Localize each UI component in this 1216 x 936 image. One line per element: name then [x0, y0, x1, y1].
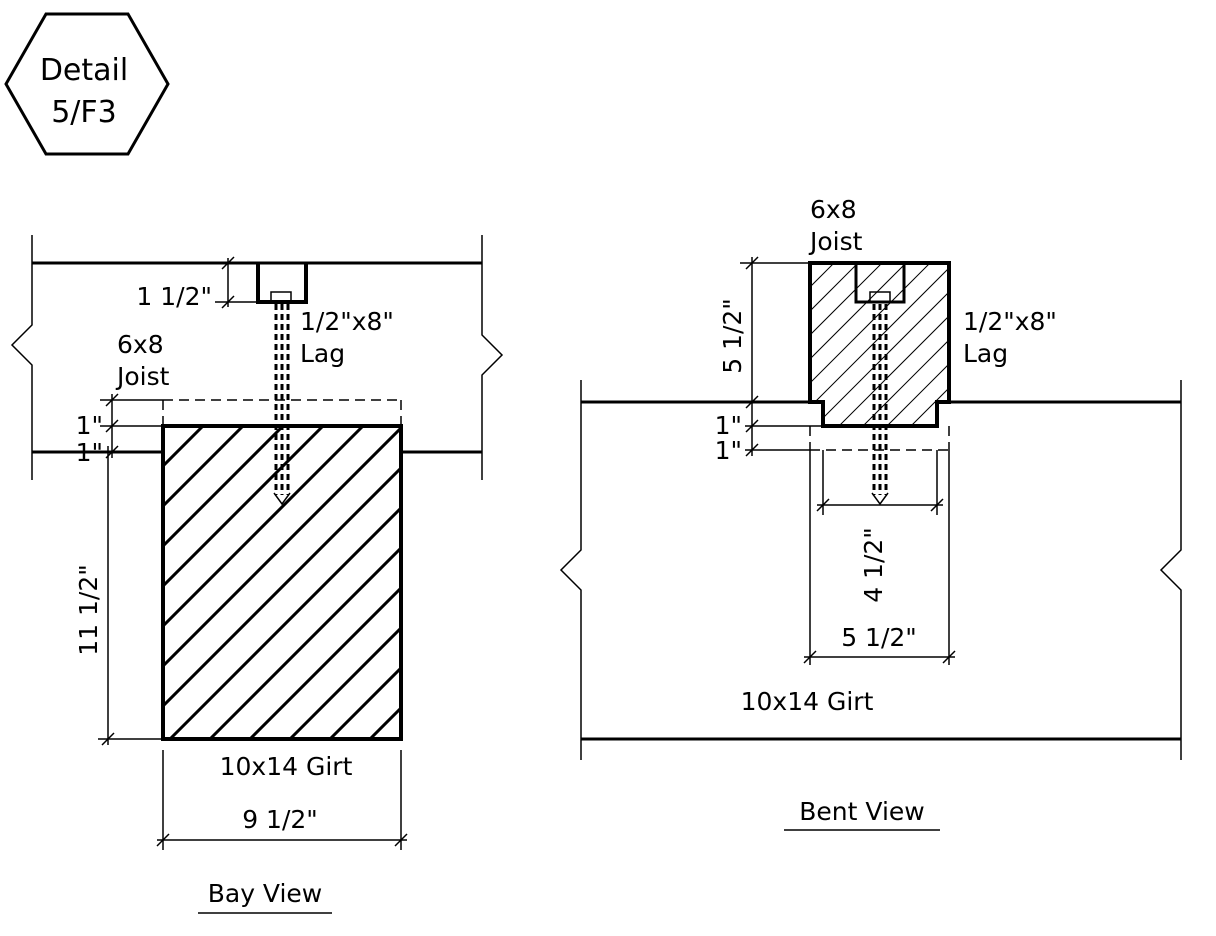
bay-joist-label-type: Joist: [115, 362, 170, 391]
hatch-line: [862, 263, 949, 426]
bay-dim-height: 11 1/2": [74, 446, 163, 746]
bay-joist: [10, 235, 504, 480]
bent-left-break-line: [559, 380, 582, 760]
bent-view-title: Bent View: [799, 797, 924, 826]
bent-joist-outline: [808, 261, 951, 428]
bay-girt-label: 10x14 Girt: [220, 752, 353, 781]
bay-dim-width: 9 1/2": [156, 750, 408, 850]
bent-view: 6x8 Joist 1/2"x8" Lag 10x14 Girt 5 1/2" …: [559, 195, 1182, 831]
bay-dim-counterbore-text: 1 1/2": [136, 282, 212, 311]
hatch-line: [163, 426, 245, 509]
bent-dim-joist-height: 5 1/2": [718, 256, 810, 409]
detail-tag-hexagon: [4, 12, 170, 156]
bent-lag-label-type: Lag: [963, 339, 1008, 368]
hatch-line: [208, 545, 401, 739]
bent-joist-label-size: 6x8: [810, 195, 857, 224]
bent-dim-inner-width: 4 1/2": [816, 450, 944, 603]
bay-right-break-line: [481, 235, 504, 480]
bay-view-title: Bay View: [208, 879, 323, 908]
hatch-line: [163, 465, 401, 709]
hatch-line: [163, 426, 325, 589]
hatch-line: [248, 585, 401, 739]
detail-tag-line1: Detail: [40, 53, 128, 88]
bent-girt-label: 10x14 Girt: [741, 687, 874, 716]
bay-dim-top-1-text: 1": [76, 411, 103, 440]
hatch-line: [368, 705, 401, 739]
detail-tag: Detail 5/F3: [4, 12, 170, 156]
bay-view: 1/2"x8" Lag 6x8 Joist 10x14 Girt 1 1/2" …: [10, 235, 763, 914]
hatch-line: [410, 426, 723, 739]
hatch-line: [450, 426, 763, 739]
bent-dim-notch-2-text: 1": [715, 436, 742, 465]
bay-dim-height-text: 11 1/2": [74, 564, 103, 656]
bay-girt-hatch: [163, 426, 763, 739]
hatch-line: [163, 426, 365, 629]
hatch-line: [886, 263, 949, 426]
bent-dim-notch: 1" 1": [715, 408, 823, 465]
bay-counterbore: [256, 263, 308, 304]
bent-lag-label-size: 1/2"x8": [963, 307, 1057, 336]
bay-dim-top: 1" 1": [76, 393, 163, 467]
hatch-line: [328, 665, 401, 739]
bent-lag-bolt: [867, 291, 893, 506]
bent-dim-joist-height-text: 5 1/2": [718, 298, 747, 374]
bent-right-break-line: [1159, 380, 1182, 760]
hatch-line: [163, 426, 401, 669]
bent-dim-notch-1-text: 1": [715, 411, 742, 440]
hatch-line: [910, 263, 949, 426]
bay-joist-label-size: 6x8: [117, 330, 164, 359]
bay-dim-top-2-text: 1": [76, 438, 103, 467]
hatch-line: [810, 263, 907, 426]
bay-lag-bolt: [268, 291, 294, 506]
bent-girt: [559, 380, 1182, 760]
hatch-line: [288, 625, 401, 739]
bent-dim-outer-width: 5 1/2": [803, 450, 956, 665]
bent-joist-section: [808, 261, 951, 428]
bent-dim-inner-width-text: 4 1/2": [859, 527, 888, 603]
bay-lag-label-size: 1/2"x8": [300, 307, 394, 336]
bent-joist-label-type: Joist: [808, 227, 863, 256]
bent-dim-outer-width-text: 5 1/2": [841, 623, 917, 652]
hatch-line: [810, 263, 859, 426]
bay-lag-label-type: Lag: [300, 339, 345, 368]
hatch-line: [163, 426, 285, 549]
hatch-line: [814, 263, 949, 426]
bay-dim-counterbore: 1 1/2": [136, 256, 258, 311]
hatch-line: [838, 263, 949, 426]
bay-dim-width-text: 9 1/2": [242, 805, 318, 834]
detail-tag-line2: 5/F3: [51, 95, 117, 130]
hatch-line: [168, 505, 401, 739]
bay-left-break-line: [10, 235, 33, 480]
